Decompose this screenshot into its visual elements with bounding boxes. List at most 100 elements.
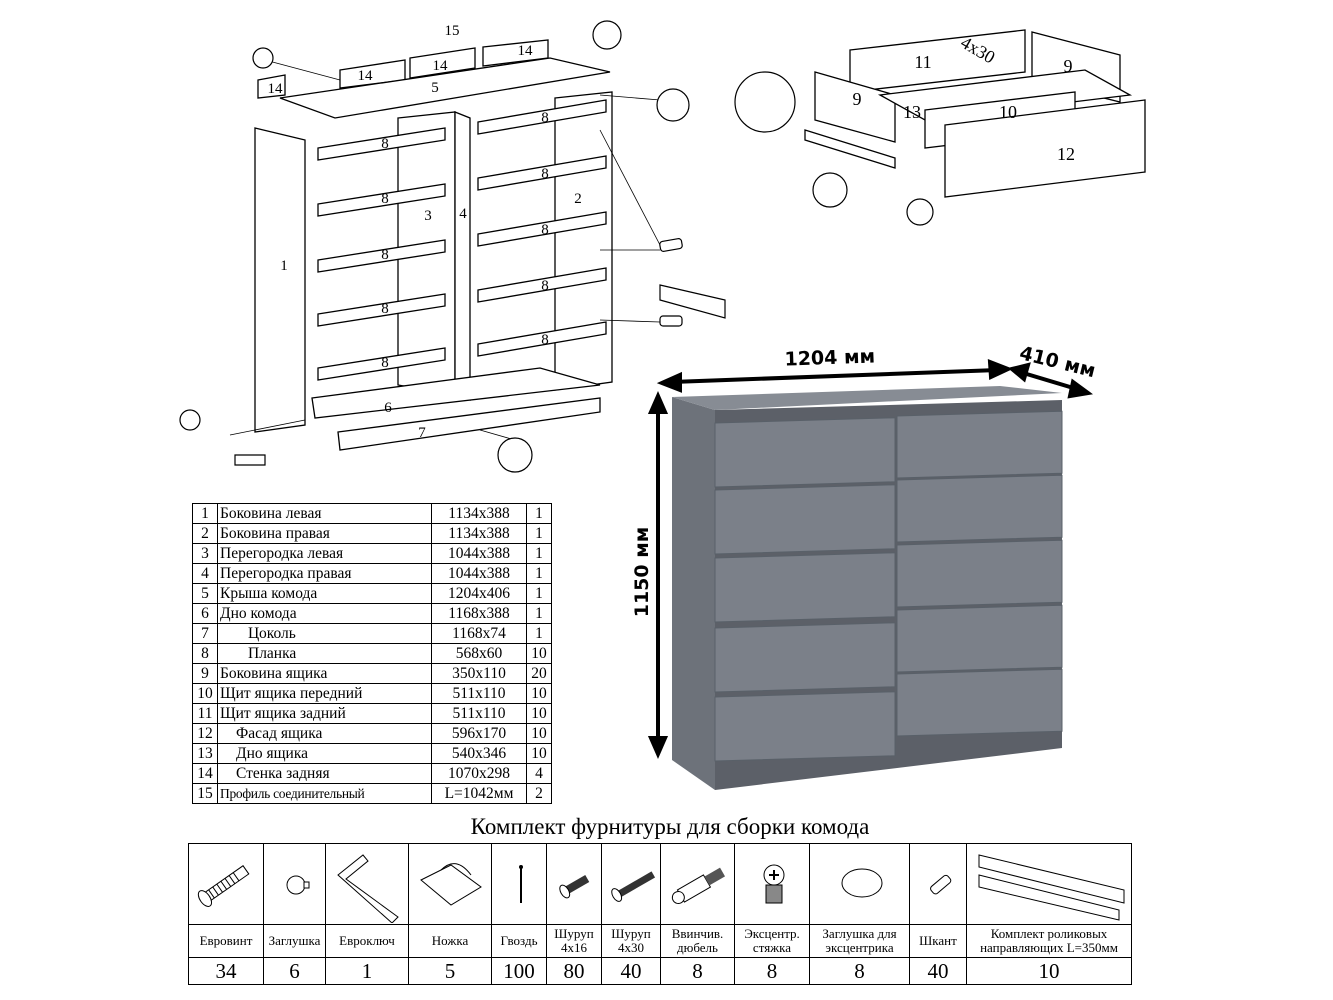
diagram-label: 8 bbox=[381, 247, 389, 263]
diagram-label: 4 bbox=[459, 206, 467, 222]
part-name: Дно ящика bbox=[217, 743, 432, 764]
hardware-label-line1: Ножка bbox=[431, 933, 469, 948]
drawer-front[interactable] bbox=[896, 668, 1063, 737]
dowel-screw-icon bbox=[671, 867, 725, 904]
hardware-qty: 100 bbox=[491, 957, 547, 985]
part-qty: 1 bbox=[526, 503, 552, 524]
part-number: 4 bbox=[192, 563, 218, 584]
part-size: 596x170 bbox=[431, 723, 527, 744]
drawer-front[interactable] bbox=[714, 691, 896, 762]
hardware-qty: 80 bbox=[546, 957, 602, 985]
drawer-front[interactable] bbox=[896, 539, 1063, 608]
part-qty: 10 bbox=[526, 723, 552, 744]
hardware-image-cell bbox=[966, 843, 1132, 925]
diagram-label: 8 bbox=[381, 301, 389, 317]
part-size: 1204x406 bbox=[431, 583, 527, 604]
part-size: 1134x388 bbox=[431, 503, 527, 524]
diagram-label: 8 bbox=[541, 110, 549, 126]
part-qty: 10 bbox=[526, 643, 552, 664]
part-name: Дно комода bbox=[217, 603, 432, 624]
hardware-qty: 34 bbox=[188, 957, 264, 985]
hardware-image-cell bbox=[546, 843, 602, 925]
drawer-slide-icon bbox=[978, 854, 1124, 921]
dresser-side bbox=[672, 397, 715, 790]
hardware-label-line1: Ввинчив. bbox=[671, 926, 724, 941]
part-qty: 1 bbox=[526, 603, 552, 624]
diagram-label: 6 bbox=[384, 400, 392, 416]
hardware-qty: 8 bbox=[734, 957, 810, 985]
slats-8 bbox=[317, 99, 607, 381]
hardware-label: Евровинт bbox=[188, 924, 264, 958]
part-size: 540x346 bbox=[431, 743, 527, 764]
hardware-label-line2: 4x30 bbox=[618, 940, 644, 955]
height-label: 1150 мм bbox=[631, 527, 653, 618]
part-number: 6 bbox=[192, 603, 218, 624]
screw-long-icon bbox=[610, 871, 655, 902]
part-size: 1134x388 bbox=[431, 523, 527, 544]
drawer-front[interactable] bbox=[714, 622, 896, 693]
cam-cap-icon bbox=[841, 868, 882, 898]
diagram-label: 14 bbox=[358, 68, 374, 84]
diagram-label: 5 bbox=[431, 80, 439, 96]
side-panel-1 bbox=[254, 127, 306, 433]
width-arrow bbox=[671, 368, 999, 384]
part-size: 1044x388 bbox=[431, 563, 527, 584]
diagram-label: 1 bbox=[280, 258, 288, 274]
drawer-front[interactable] bbox=[896, 604, 1063, 673]
hardware-label: Евроключ bbox=[325, 924, 409, 958]
part-qty: 10 bbox=[526, 703, 552, 724]
part-name: Боковина левая bbox=[217, 503, 432, 524]
back-panel-14 bbox=[257, 74, 286, 99]
part-number: 14 bbox=[192, 763, 218, 784]
hardware-label-line1: Заглушка bbox=[268, 933, 321, 948]
back-panel-14 bbox=[409, 47, 476, 79]
hardware-image-cell bbox=[491, 843, 547, 925]
part-qty: 1 bbox=[526, 623, 552, 644]
hardware-qty: 10 bbox=[966, 957, 1132, 985]
hardware-qty: 6 bbox=[263, 957, 326, 985]
hardware-label: Заглушка bbox=[263, 924, 326, 958]
part-size: 1044x388 bbox=[431, 543, 527, 564]
exploded-assembly-diagram: 15 14 14 14 14 5 8 8 8 8 8 8 8 8 8 8 1 2… bbox=[179, 20, 1146, 473]
drawer-label: 9 bbox=[853, 89, 862, 109]
eurovint-screw-icon bbox=[197, 865, 249, 907]
drawer-front[interactable] bbox=[714, 417, 896, 488]
hardware-label-line2: эксцентрика bbox=[825, 940, 894, 955]
hardware-label-line1: Евроключ bbox=[339, 933, 395, 948]
part-name: Фасад ящика bbox=[217, 723, 432, 744]
part-size: 350x110 bbox=[431, 663, 527, 684]
hardware-image-cell bbox=[263, 843, 326, 925]
part-name: Перегородка левая bbox=[217, 543, 432, 564]
nail-icon bbox=[518, 865, 523, 903]
part-qty: 10 bbox=[526, 683, 552, 704]
hardware-label-line1: Шуруп bbox=[611, 926, 651, 941]
dresser-top bbox=[672, 386, 1062, 410]
diagram-label: 7 bbox=[418, 425, 426, 441]
hardware-label: Эксцентр.стяжка bbox=[734, 924, 810, 958]
drawer-front[interactable] bbox=[714, 484, 896, 555]
part-number: 9 bbox=[192, 663, 218, 684]
hardware-label: Ножка bbox=[408, 924, 492, 958]
part-name: Цоколь bbox=[217, 623, 432, 644]
drawer-front[interactable] bbox=[714, 552, 896, 623]
hardware-qty: 8 bbox=[660, 957, 735, 985]
drawer-front[interactable] bbox=[896, 410, 1063, 479]
part-qty: 1 bbox=[526, 583, 552, 604]
part-name: Перегородка правая bbox=[217, 563, 432, 584]
cap-icon bbox=[286, 875, 309, 895]
hardware-image-cell bbox=[909, 843, 967, 925]
drawer-front[interactable] bbox=[896, 474, 1063, 543]
part-qty: 1 bbox=[526, 543, 552, 564]
hardware-callouts bbox=[179, 20, 726, 473]
diagram-label: 8 bbox=[541, 166, 549, 182]
